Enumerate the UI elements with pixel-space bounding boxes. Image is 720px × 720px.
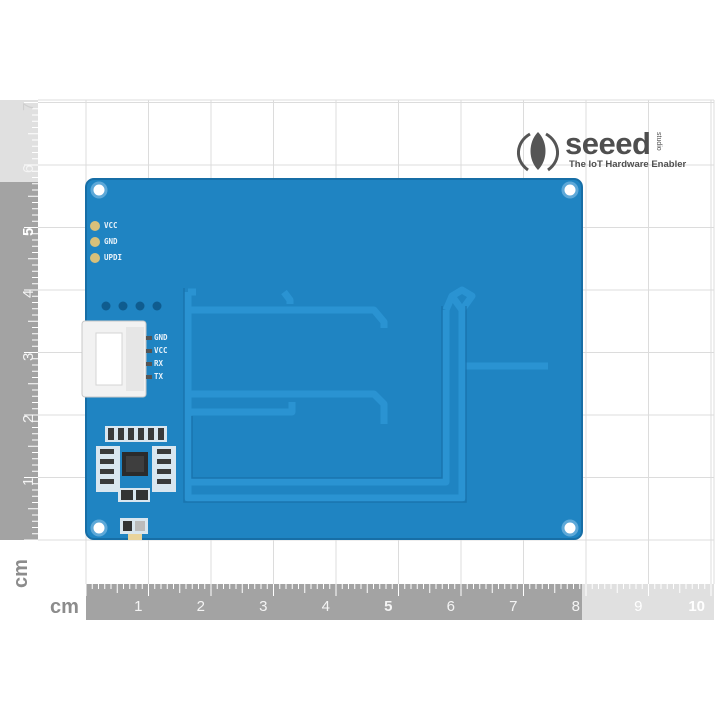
header-vias bbox=[101, 301, 162, 311]
seeed-logo-icon bbox=[517, 132, 559, 172]
components bbox=[96, 426, 176, 540]
pin-label: TX bbox=[154, 372, 164, 381]
horizontal-ruler-number: 9 bbox=[634, 598, 643, 615]
antenna-traces bbox=[184, 286, 548, 502]
horizontal-ruler-number: 1 bbox=[134, 598, 143, 615]
mounting-hole bbox=[90, 519, 108, 537]
horizontal-ruler-number: 4 bbox=[321, 598, 330, 615]
horizontal-ruler-number: 10 bbox=[688, 598, 705, 615]
vertical-ruler-number: 1 bbox=[20, 477, 37, 486]
vertical-ruler-number: 3 bbox=[20, 352, 37, 361]
brand-sub: studio bbox=[655, 132, 662, 151]
vertical-ruler-unit: cm bbox=[10, 559, 32, 588]
brand-name: seeed bbox=[565, 126, 651, 161]
pcb-board bbox=[81, 178, 583, 540]
horizontal-ruler-number: 7 bbox=[509, 598, 518, 615]
horizontal-ruler bbox=[85, 584, 714, 620]
vertical-ruler-number: 2 bbox=[20, 414, 37, 423]
pin-label: RX bbox=[154, 359, 164, 368]
mounting-hole bbox=[561, 519, 579, 537]
horizontal-ruler-unit: cm bbox=[50, 596, 79, 618]
horizontal-ruler-number: 2 bbox=[196, 598, 205, 615]
pad-label: VCC bbox=[104, 221, 118, 230]
vertical-ruler-number: 7 bbox=[20, 102, 37, 111]
mounting-hole bbox=[561, 181, 579, 199]
horizontal-ruler-number: 6 bbox=[446, 598, 455, 615]
grove-connector bbox=[81, 320, 152, 398]
pin-label: GND bbox=[154, 333, 168, 342]
vertical-ruler-number: 6 bbox=[20, 164, 37, 173]
mounting-hole bbox=[90, 181, 108, 199]
horizontal-ruler-number: 3 bbox=[259, 598, 268, 615]
pad-label: GND bbox=[104, 237, 118, 246]
horizontal-ruler-number: 8 bbox=[571, 598, 580, 615]
vertical-ruler bbox=[0, 100, 38, 541]
vertical-ruler-number: 5 bbox=[20, 227, 37, 236]
pin-label: VCC bbox=[154, 346, 168, 355]
horizontal-ruler-number: 5 bbox=[384, 598, 393, 615]
brand-tagline: The IoT Hardware Enabler bbox=[569, 159, 687, 170]
vertical-ruler-number: 4 bbox=[20, 289, 37, 298]
pad-label: UPDI bbox=[104, 253, 123, 262]
test-pads bbox=[90, 221, 100, 263]
